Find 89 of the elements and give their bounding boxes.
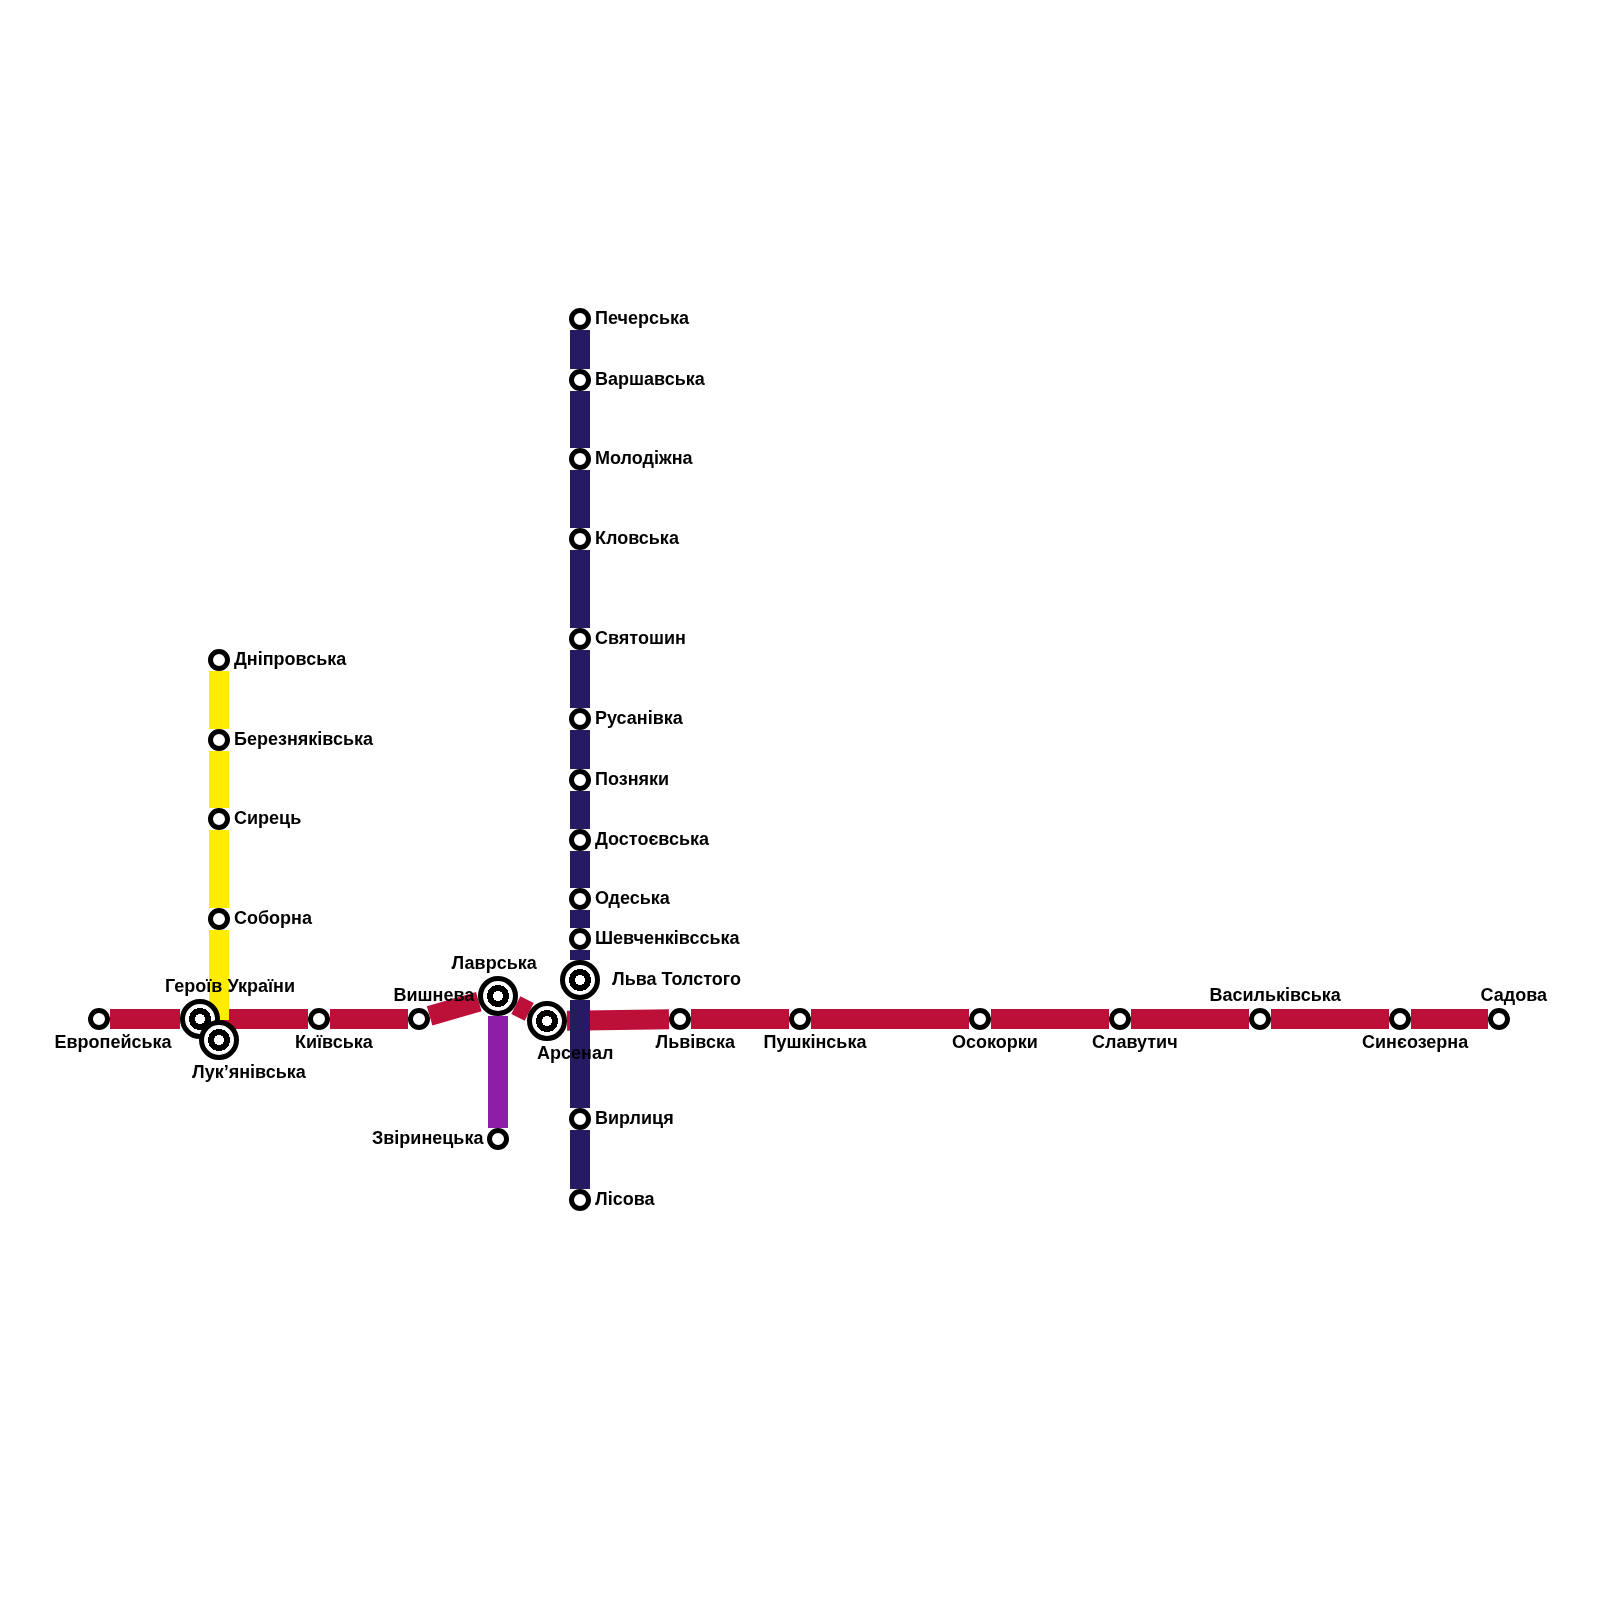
station-marker (569, 1189, 591, 1211)
metro-line (570, 791, 590, 829)
metro-line (330, 1009, 408, 1029)
metro-line (570, 330, 590, 369)
metro-line (570, 730, 590, 769)
station-marker (1389, 1008, 1411, 1030)
station-name: Варшавська (595, 369, 705, 389)
metro-line (991, 1009, 1109, 1029)
station-marker (569, 1108, 591, 1130)
metro-line (1131, 1009, 1249, 1029)
station-name: Шевченківсська (595, 928, 740, 948)
station-marker (487, 1128, 509, 1150)
station-name: Звіринецька (372, 1128, 484, 1148)
metro-line (426, 992, 482, 1026)
metro-line (811, 1009, 969, 1029)
metro-line (570, 1130, 590, 1189)
metro-line (209, 671, 229, 729)
station-marker (208, 908, 230, 930)
station-name: Лаврська (451, 953, 537, 973)
station-marker (1109, 1008, 1131, 1030)
metro-line (570, 470, 590, 528)
metro-line (488, 1016, 508, 1128)
station-marker (569, 769, 591, 791)
metro-line (570, 910, 590, 928)
station-name: Синєозерна (1362, 1032, 1469, 1052)
station-name: Достоєвська (595, 829, 710, 849)
station-name: Садова (1480, 985, 1547, 1005)
station-name: Позняки (595, 769, 670, 789)
station-name: Европейська (54, 1032, 172, 1052)
station-name: Печерська (595, 308, 690, 328)
metro-line (570, 391, 590, 448)
station-marker (308, 1008, 330, 1030)
station-marker (408, 1008, 430, 1030)
station-marker (969, 1008, 991, 1030)
metro-line (1271, 1009, 1389, 1029)
station-marker (208, 729, 230, 751)
metro-line (209, 930, 229, 1020)
station-name: Дніпровська (234, 649, 347, 669)
metro-line (570, 950, 590, 960)
station-name: Вирлиця (595, 1108, 674, 1128)
station-name: Сирець (234, 808, 302, 828)
station-name: Кловська (595, 528, 679, 548)
station-marker (569, 528, 591, 550)
interchange-station-marker (527, 1001, 567, 1041)
metro-line (511, 996, 534, 1021)
interchange-station-marker (478, 976, 518, 1016)
station-marker (208, 808, 230, 830)
station-name: Соборна (234, 908, 312, 928)
station-marker (569, 888, 591, 910)
station-marker (88, 1008, 110, 1030)
station-marker (569, 369, 591, 391)
station-name: Русанівка (595, 708, 683, 728)
metro-line (570, 1000, 590, 1108)
metro-line (209, 751, 229, 808)
station-marker (569, 708, 591, 730)
station-marker (569, 829, 591, 851)
station-marker (1488, 1008, 1510, 1030)
station-marker (569, 308, 591, 330)
station-name: Осокорки (952, 1032, 1038, 1052)
station-name: Одеська (595, 888, 670, 908)
interchange-station-marker (560, 960, 600, 1000)
station-marker (669, 1008, 691, 1030)
station-name: Льва Толстого (612, 969, 741, 989)
metro-line (570, 851, 590, 888)
station-marker (569, 448, 591, 470)
station-name: Молодіжна (595, 448, 693, 468)
interchange-station-marker (199, 1020, 239, 1060)
station-name: Лісова (595, 1189, 655, 1209)
station-name: Пушкінська (763, 1032, 867, 1052)
station-name: Славутич (1092, 1032, 1178, 1052)
metro-line (209, 830, 229, 908)
metro-line (110, 1009, 180, 1029)
station-name: Львівска (655, 1032, 735, 1052)
station-marker (569, 928, 591, 950)
metro-line (566, 1009, 670, 1031)
station-marker (1249, 1008, 1271, 1030)
station-name: Київська (295, 1032, 373, 1052)
station-name: Вишнева (393, 985, 475, 1005)
metro-line (570, 650, 590, 708)
station-name: Васильківська (1209, 985, 1341, 1005)
station-name: Святошин (595, 628, 686, 648)
station-name: Березняківська (234, 729, 373, 749)
station-marker (208, 649, 230, 671)
station-marker (789, 1008, 811, 1030)
station-marker (569, 628, 591, 650)
metro-line (1411, 1009, 1488, 1029)
metro-line (570, 550, 590, 628)
station-name: Лук’янівська (192, 1062, 306, 1082)
metro-line (691, 1009, 789, 1029)
